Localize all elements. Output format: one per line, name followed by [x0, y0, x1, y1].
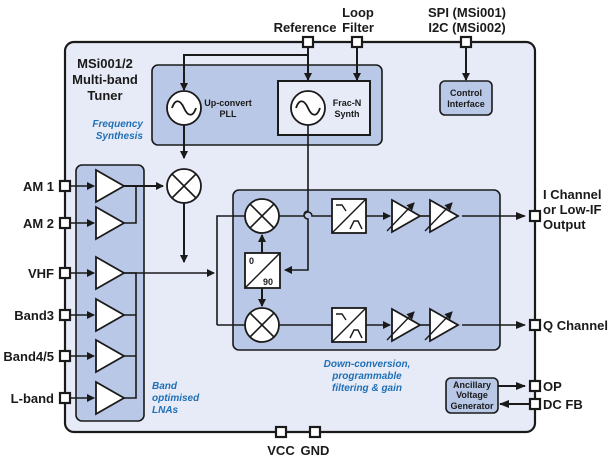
- phase-90-label: 90: [263, 277, 273, 287]
- control-label-1: Control: [450, 88, 482, 98]
- lna-block: [75, 164, 145, 422]
- pin-dc-fb: [528, 397, 542, 411]
- chip-title-line3: Tuner: [87, 88, 122, 103]
- pin-input-2: [58, 266, 72, 280]
- pin-label-i-channel-3: Output: [543, 217, 586, 232]
- pin-input-3: [58, 308, 72, 322]
- ancillary-label-3: Generator: [450, 401, 494, 411]
- freq-synth-note-2: Synthesis: [96, 131, 144, 142]
- frac-n-label-1: Frac-N: [333, 98, 362, 108]
- ancillary-voltage-generator-block: [445, 377, 499, 414]
- pin-input-1: [58, 216, 72, 230]
- control-interface-block: [439, 80, 493, 116]
- chip-title-line2: Multi-band: [72, 72, 138, 87]
- pin-label-input: L-band: [11, 391, 54, 406]
- pin-spi-i2c: [459, 35, 473, 49]
- pin-label-input: AM 1: [23, 179, 54, 194]
- q-vga-icon: [429, 307, 460, 343]
- frac-n-synth-block: [277, 80, 371, 136]
- lna-note-3: LNAs: [152, 405, 179, 416]
- lna-amplifier-icon: [95, 380, 126, 416]
- pin-gnd: [308, 425, 322, 439]
- lna-amplifier-icon: [95, 338, 126, 374]
- downconv-note-1: Down-conversion,: [324, 359, 411, 370]
- ancillary-label-1: Ancillary: [453, 380, 491, 390]
- pin-label-gnd: GND: [301, 443, 330, 458]
- pin-label-loop-1: Loop: [342, 5, 374, 20]
- i-vga-icon: [391, 198, 422, 234]
- lna-amplifier-icon: [95, 297, 126, 333]
- pin-i-channel: [528, 209, 542, 223]
- pin-label-i-channel-1: I Channel: [543, 187, 602, 202]
- pin-label-reference: Reference: [274, 20, 337, 35]
- upconvert-label-1: Up-convert: [204, 98, 252, 108]
- control-label-2: Interface: [447, 99, 485, 109]
- ancillary-label-2: Voltage: [456, 390, 488, 400]
- phase-0-label: 0: [249, 256, 254, 266]
- pin-label-vcc: VCC: [267, 443, 295, 458]
- pin-op: [528, 379, 542, 393]
- pin-reference: [301, 35, 315, 49]
- chip-title-line1: MSi001/2: [77, 56, 133, 71]
- pin-loop-filter: [350, 35, 364, 49]
- frac-n-label-2: Synth: [334, 109, 359, 119]
- pin-q-channel: [528, 318, 542, 332]
- downconv-note-3: filtering & gain: [332, 383, 402, 394]
- i-vga-icon: [429, 198, 460, 234]
- pin-label-input: Band3: [14, 308, 54, 323]
- pin-label-dc-fb: DC FB: [543, 397, 583, 412]
- pin-label-input: Band4/5: [3, 349, 54, 364]
- pin-label-i-channel-2: or Low-IF: [543, 202, 602, 217]
- q-vga-icon: [391, 307, 422, 343]
- pin-label-q-channel: Q Channel: [543, 318, 608, 333]
- pin-label-i2c: I2C (MSi002): [428, 20, 505, 35]
- lna-amplifier-icon: [95, 168, 126, 204]
- pin-input-0: [58, 179, 72, 193]
- pin-label-op: OP: [543, 379, 562, 394]
- lna-note-1: Band: [152, 381, 178, 392]
- lna-amplifier-icon: [95, 205, 126, 241]
- lna-note-2: optimised: [152, 393, 200, 404]
- downconv-note-2: programmable: [331, 371, 402, 382]
- upconvert-label-2: PLL: [220, 109, 238, 119]
- pin-label-spi: SPI (MSi001): [428, 5, 506, 20]
- freq-synth-note-1: Frequency: [92, 119, 143, 130]
- lna-amplifier-icon: [95, 255, 126, 291]
- pin-input-4: [58, 349, 72, 363]
- pin-input-5: [58, 391, 72, 405]
- pin-label-loop-2: Filter: [342, 20, 374, 35]
- pin-vcc: [274, 425, 288, 439]
- pin-label-input: AM 2: [23, 216, 54, 231]
- pin-label-input: VHF: [28, 266, 54, 281]
